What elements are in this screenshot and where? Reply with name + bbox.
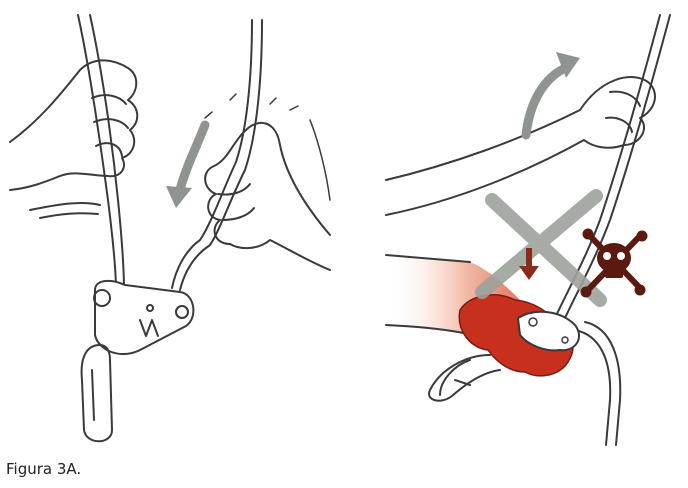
upper-arm [386, 77, 655, 215]
rope-left-strand-b [90, 15, 124, 290]
figure-caption: Figura 3A. [6, 460, 81, 478]
left-hand-finger-1 [92, 95, 126, 104]
motion-ticks [205, 94, 298, 118]
left-wrist-lines [30, 203, 100, 218]
carabiner [82, 345, 112, 441]
belay-device [94, 281, 193, 354]
rope-left-strand-a [78, 15, 116, 290]
left-panel [10, 15, 330, 441]
belay-illustration [0, 0, 688, 455]
prohibition-cross [482, 196, 600, 300]
right-hand-outline [205, 123, 330, 270]
pull-down-arrow [166, 125, 205, 208]
left-hand-outline [10, 60, 137, 190]
left-hand-finger-2 [94, 119, 128, 128]
left-hand-finger-3 [96, 143, 122, 156]
rope-lower-loop [575, 330, 610, 445]
